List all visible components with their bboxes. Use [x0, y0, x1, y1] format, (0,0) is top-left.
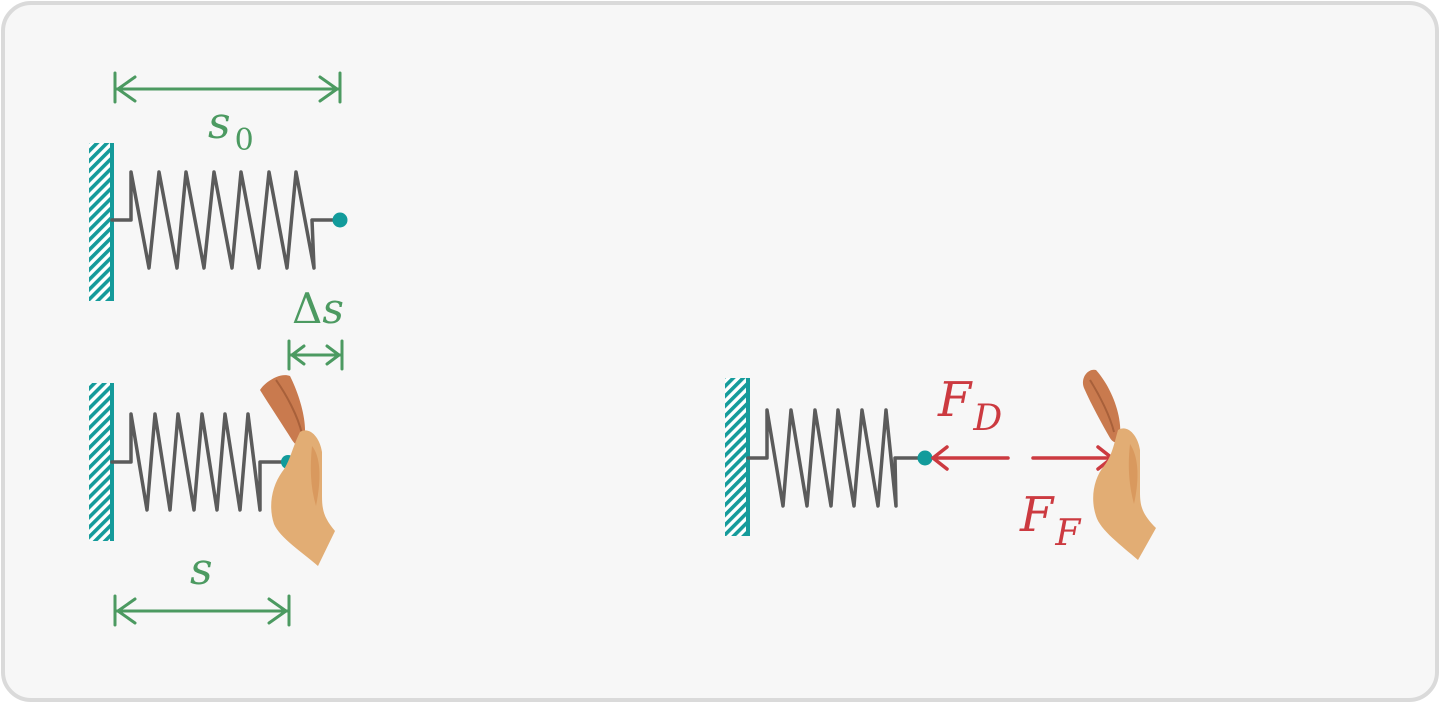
compressed-spring-figure	[89, 375, 335, 566]
natural-length-dimension	[113, 71, 342, 104]
pushing-hand-icon	[1082, 369, 1156, 560]
relaxed-spring-figure	[89, 143, 348, 301]
force-pair-figure: FD FF	[725, 369, 1156, 560]
applied-force-label: FF	[1019, 487, 1082, 554]
spring-force-arrow	[931, 445, 1010, 471]
pushing-hand-icon	[260, 375, 335, 566]
coil-spring-icon	[746, 408, 927, 508]
hatched-wall-icon	[89, 383, 114, 541]
compressed-length-dimension	[113, 594, 291, 627]
extension-label: Δs	[292, 284, 344, 333]
spring-endpoint	[332, 212, 348, 228]
hatched-wall-icon	[89, 143, 114, 301]
coil-spring-icon	[110, 170, 342, 270]
spring-force-label: FD	[937, 372, 1002, 439]
compressed-length-label: s	[190, 544, 213, 595]
hatched-wall-icon	[725, 378, 750, 536]
coil-spring-icon	[110, 412, 290, 512]
extension-dimension	[287, 339, 344, 371]
spring-endpoint	[917, 450, 933, 466]
